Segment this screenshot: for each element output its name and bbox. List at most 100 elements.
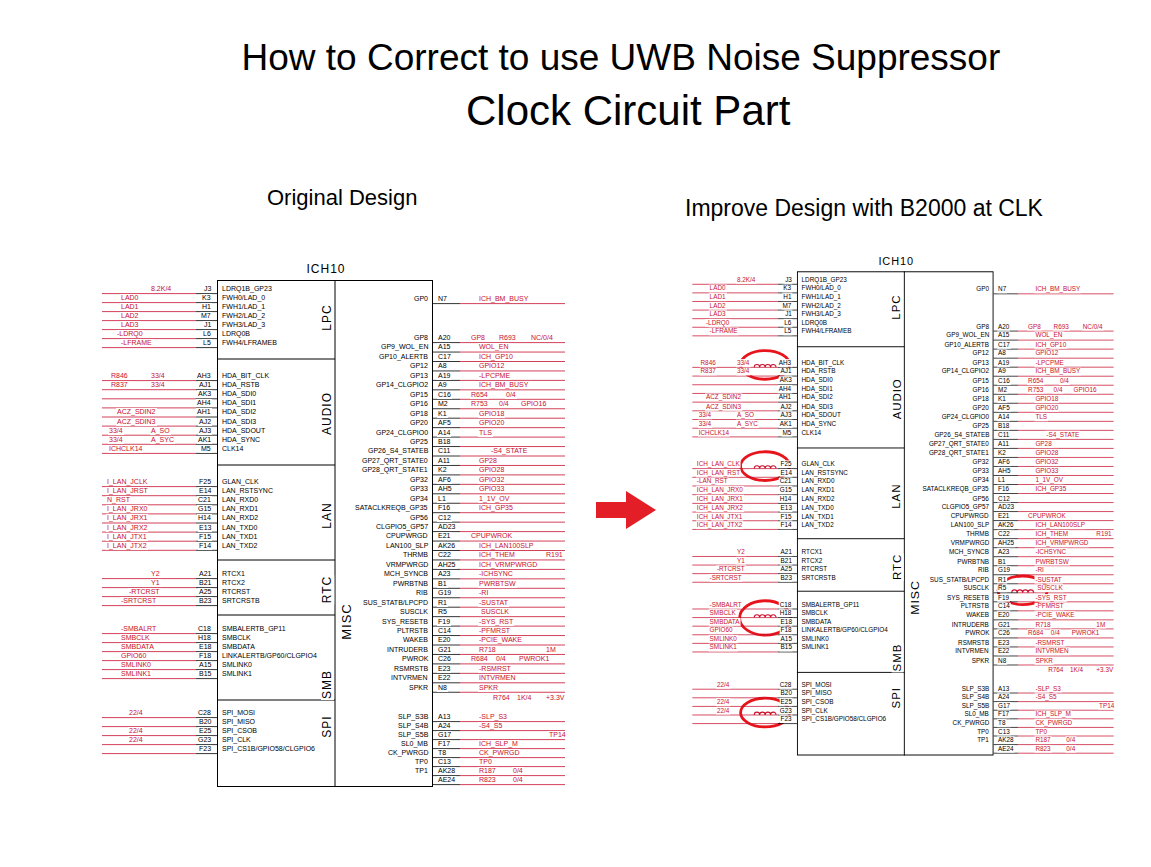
pin-name: MCH_SYNCB: [383, 570, 429, 578]
net-wire: [1018, 293, 1114, 294]
net-label: ICH_GP35: [1034, 485, 1067, 493]
net-label: ICH_THEM: [478, 551, 516, 559]
pin-number: E18: [780, 618, 793, 626]
pin-number: E23: [997, 639, 1010, 647]
section-divider: [797, 591, 904, 592]
pin-name: CPUPWRGD: [385, 532, 429, 540]
pin-stub: [994, 293, 1019, 294]
pin-name: SPKR: [971, 657, 990, 665]
pin-name: LAN_RSTSYNC: [221, 487, 274, 495]
net-label: ICH_LAN_JTX2: [696, 521, 743, 529]
net-wire: [460, 342, 565, 343]
pin-number: G19: [437, 589, 452, 597]
pin-number: G19: [997, 567, 1011, 575]
net-label: R187: [478, 767, 497, 775]
pin-number: A25: [780, 565, 793, 573]
net-label: -RTCRST: [716, 565, 746, 573]
pin-name: SYS_RESETB: [946, 594, 990, 602]
pin-number: A24: [437, 722, 451, 730]
net-label: TLS: [1034, 413, 1048, 421]
net-label: TLS: [478, 429, 493, 437]
pin-name: GP8: [413, 334, 429, 342]
pin-name: GP14_CLGPIO2: [375, 381, 429, 389]
pin-number: AF5: [997, 404, 1011, 412]
pin-name: LAN_TXD0: [801, 504, 835, 512]
net-wire: [460, 588, 565, 589]
pin-number: B20: [198, 718, 212, 726]
pin-name: GP13: [409, 372, 429, 380]
net-label: GP8: [470, 334, 486, 342]
pin-number: M2: [437, 400, 449, 408]
pin-name: SATACLKREQB_GP35: [922, 485, 990, 493]
pin-number: B1: [997, 558, 1007, 566]
pin-number: AJ1: [198, 381, 212, 389]
net-label: ICHCLK14: [698, 429, 730, 437]
net-label: -PFMRST: [478, 627, 511, 635]
pin-name: FWH0/LAD_0: [221, 294, 266, 302]
pin-number: C14: [437, 627, 452, 635]
pin-number: A15: [997, 332, 1010, 340]
pin-name: GP26_S4_STATEB: [367, 447, 429, 455]
inductor-symbol: [754, 615, 776, 618]
net-wire: [692, 689, 778, 690]
pin-name: WAKEB: [402, 636, 429, 644]
section-divider: [797, 447, 904, 448]
section-label: RTC: [321, 574, 334, 603]
pin-name: RTCX1: [221, 570, 246, 578]
net-wire: [1018, 655, 1114, 656]
pin-number: C17: [437, 353, 452, 361]
pin-name: RIB: [977, 567, 989, 575]
pin-number: AK26: [437, 542, 456, 550]
net-label: ICH_BM_BUSY: [478, 381, 529, 389]
section-label: SMB: [891, 642, 903, 672]
net-wire: [460, 626, 565, 627]
pin-name: FWH3/LAD_3: [801, 310, 842, 318]
pin-name: WAKEB: [965, 612, 990, 620]
net-wire: [102, 302, 196, 303]
pin-number: E20: [437, 636, 451, 644]
net-wire: [1018, 466, 1114, 467]
net-label: -PCIE_WAKE: [1034, 612, 1075, 620]
pin-name: HDA_SDI3: [221, 418, 257, 426]
net-label: Y2: [150, 570, 161, 578]
pin-stub: [778, 436, 797, 437]
section-label: AUDIO: [321, 390, 334, 435]
pin-name: HDA_SDI3: [801, 403, 834, 411]
net-label: 8.2K/4: [150, 285, 172, 293]
net-wire: [102, 453, 196, 454]
net-label: LAD3: [709, 310, 727, 318]
net-label: 22/4: [128, 736, 144, 744]
pin-number: F19: [437, 618, 451, 626]
net-label: Y1: [736, 557, 746, 565]
pin-number: F19: [997, 594, 1010, 602]
pin-number: G23: [197, 736, 212, 744]
net-label: 22/4: [716, 707, 730, 715]
pin-name: SL0_MB: [964, 711, 990, 719]
net-label: 0/4: [1050, 630, 1061, 638]
pin-number: B15: [198, 670, 212, 678]
section-divider: [217, 465, 335, 466]
pin-number: AJ2: [198, 418, 212, 426]
pin-name: GP56: [409, 514, 429, 522]
net-label: R693: [498, 334, 517, 342]
net-label: ACZ_SDIN2: [705, 394, 742, 402]
pin-name: SPI_CS1B/GPIO58/CLGPIO6: [801, 715, 887, 723]
pin-number: A19: [997, 359, 1010, 367]
net-wire: [460, 408, 565, 409]
inductor-symbol: [754, 466, 776, 469]
net-wire: [460, 512, 565, 513]
pin-name: RTCX2: [221, 579, 246, 587]
pin-number: K1: [997, 395, 1007, 403]
pin-number: F16: [437, 504, 451, 512]
pin-name: HDA_SDI1: [801, 385, 834, 393]
pin-name: HDA_SYNC: [221, 436, 261, 444]
pin-name: GP13: [972, 359, 990, 367]
net-label: Y1: [150, 579, 161, 587]
pin-name: LAN_RXD0: [221, 496, 259, 504]
pin-number: A9: [997, 368, 1007, 376]
chip-title: ICH10: [306, 263, 347, 276]
pin-name: SMLINK1: [221, 670, 253, 678]
pin-number: E18: [198, 643, 212, 651]
net-wire: [102, 311, 196, 312]
pin-number: AH25: [997, 539, 1015, 547]
